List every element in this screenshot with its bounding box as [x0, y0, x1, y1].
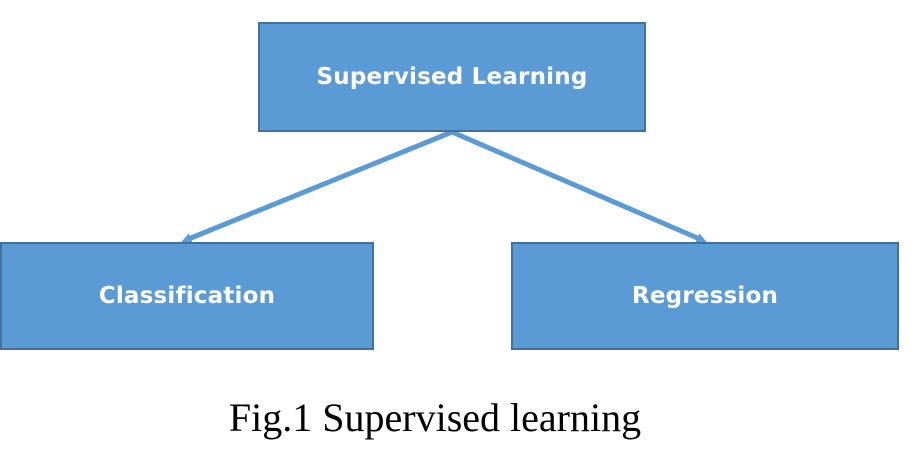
node-label: Regression: [631, 283, 779, 309]
node-label: Classification: [98, 283, 276, 309]
edge-root-to-classification: [181, 129, 453, 243]
node-supervised-learning: Supervised Learning: [258, 22, 646, 132]
node-label: Supervised Learning: [316, 64, 588, 90]
node-classification: Classification: [0, 242, 374, 350]
figure-caption: Fig.1 Supervised learning: [228, 395, 642, 440]
node-regression: Regression: [511, 242, 899, 350]
edge-root-to-regression: [451, 129, 707, 243]
